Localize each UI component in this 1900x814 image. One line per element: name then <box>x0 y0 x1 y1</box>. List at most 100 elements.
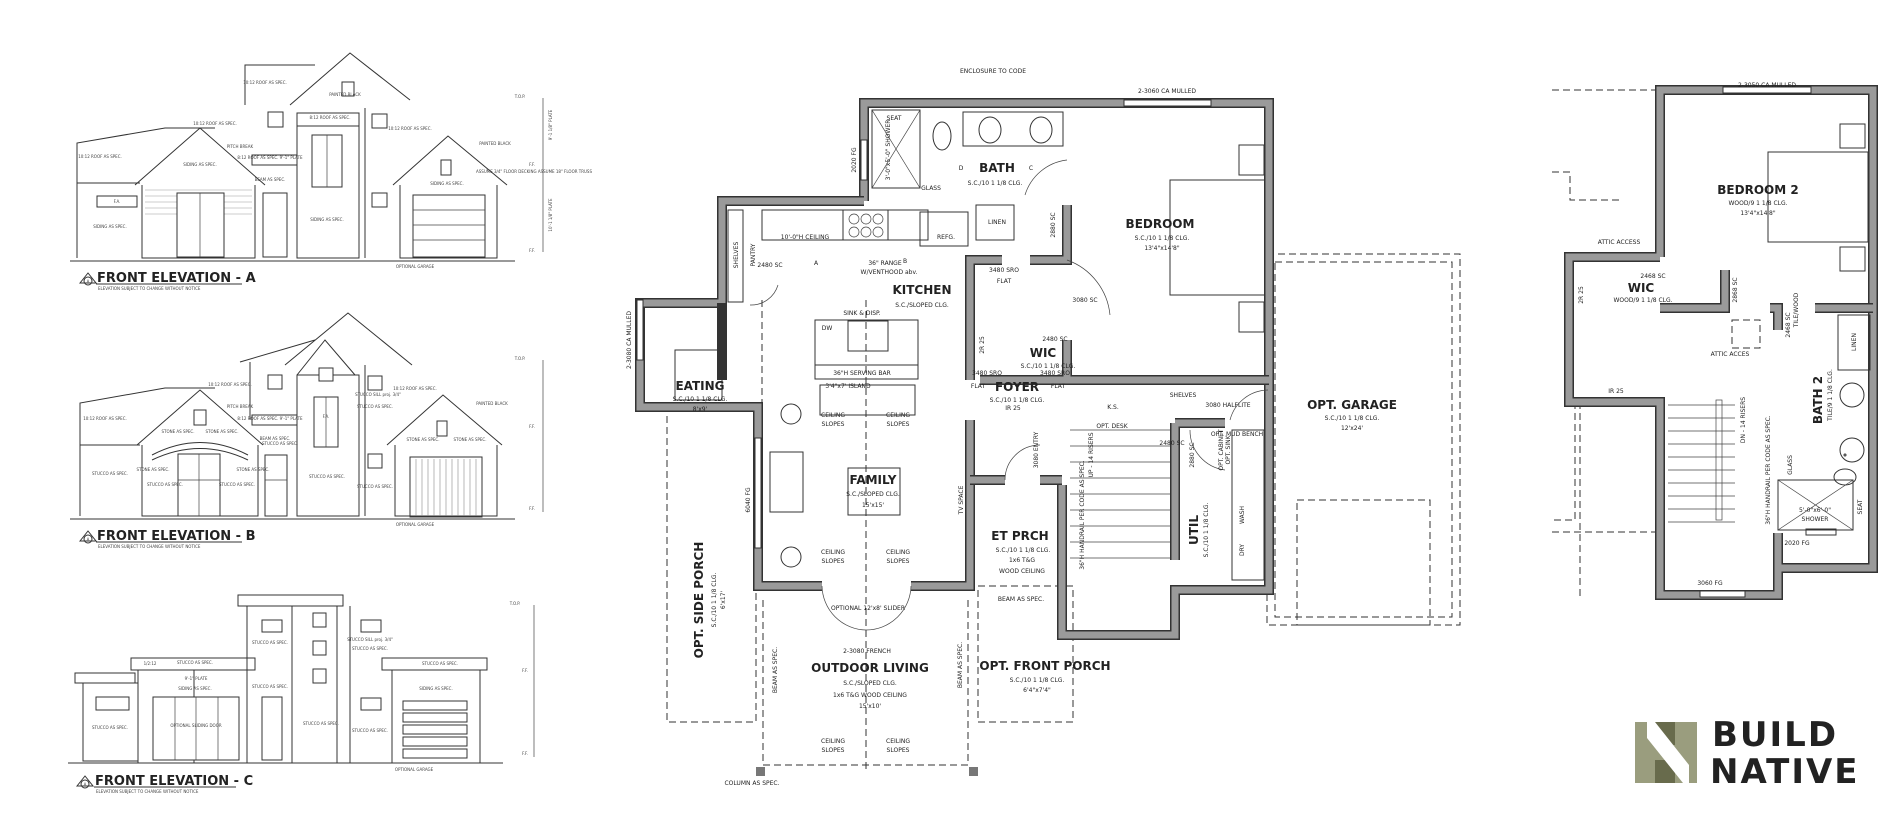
label-flat: FLAT <box>1051 383 1066 390</box>
room-ceiling-garage: S.C./10 1 1/8 CLG. <box>1325 415 1380 422</box>
window-fa <box>312 668 327 684</box>
label-attic-access: ATTIC ACCES <box>1711 351 1750 358</box>
label-roof: 10:12 ROOF AS SPEC. <box>393 386 437 391</box>
tall-gable-roof <box>289 52 411 106</box>
left-wing-roof <box>79 387 215 445</box>
room-name-wic: WIC <box>1628 281 1655 295</box>
label-finished-floor: F.F. <box>529 506 535 511</box>
linen-closet <box>1837 314 1871 371</box>
room-name-front-porch: OPT. FRONT PORCH <box>979 659 1110 673</box>
label-stone: STONE AS SPEC. <box>453 437 486 442</box>
label-fa: F.A. <box>114 199 121 204</box>
label-ceiling-slopes: CEILING <box>886 738 910 745</box>
label-venthood: W/VENTHOOD abv. <box>861 269 918 276</box>
label-sliding-door: OPTIONAL SLIDING DOOR <box>170 723 222 728</box>
room-name-bedroom: BEDROOM <box>1126 217 1195 231</box>
serving-bar <box>814 364 919 380</box>
label-risers: UP - 14 RISERS <box>1088 432 1095 477</box>
sink <box>1029 116 1053 144</box>
room-name-kitchen: KITCHEN <box>892 283 951 297</box>
column <box>756 767 765 776</box>
window-fa <box>371 192 388 208</box>
room-ceiling-util: S.C./10 1 1/8 CLG. <box>1203 503 1210 558</box>
label-handrail: 36"H HANDRAIL PER CODE AS SPEC. <box>1079 460 1086 570</box>
label-seat: SEAT <box>1857 499 1864 514</box>
door <box>261 696 283 761</box>
label-glass: GLASS <box>921 185 941 192</box>
door <box>262 192 288 258</box>
label-seat: SEAT <box>887 115 902 122</box>
bed <box>1767 151 1869 243</box>
room-ceiling-side-porch: S.C./10 1 1/8 CLG. <box>711 573 718 628</box>
sink <box>1839 437 1865 463</box>
label-fa: F.A. <box>323 414 330 419</box>
section-marker-b: B <box>903 258 907 265</box>
bed <box>1169 179 1266 296</box>
label-stucco: STUCCO AS SPEC. <box>422 661 458 666</box>
room-name-wic: WIC <box>1030 346 1057 360</box>
left-roof-slab <box>74 672 136 684</box>
label-stucco: STUCCO AS SPEC. <box>357 404 393 409</box>
elevation-title: FRONT ELEVATION - A <box>97 271 256 286</box>
label-siding: SIDING AS SPEC. <box>183 162 216 167</box>
attic-access-hatch <box>1731 319 1761 349</box>
garage-door <box>412 194 486 258</box>
label-siding: SIDING AS SPEC. <box>430 181 463 186</box>
label-stucco: STUCCO AS SPEC. <box>309 474 345 479</box>
label-door-2480: 2480 SC <box>1159 440 1184 447</box>
left-wing-wall <box>79 444 140 516</box>
label-french-door: 2-3080 FRENCH <box>843 648 891 655</box>
label-dishwasher: DW <box>822 325 833 332</box>
garage-wall <box>391 669 481 764</box>
label-door-2880: 2880 SC <box>1050 212 1057 237</box>
first-floor-plan: ENCLOSURE TO CODE 2-3060 CA MULLED SEAT … <box>626 68 1461 787</box>
label-linen: LINEN <box>988 219 1006 226</box>
garage-outline <box>1266 253 1461 626</box>
elevation-title: FRONT ELEVATION - B <box>97 529 255 544</box>
label-serving-bar: 36"H SERVING BAR <box>833 370 891 377</box>
room-size-front-porch: 6'4"x7'4" <box>1023 687 1051 694</box>
room-name-et-porch: ET PRCH <box>991 529 1048 543</box>
label-ceiling-slopes: SLOPES <box>822 558 845 565</box>
label-roof: 10:12 ROOF AS SPEC. <box>78 154 122 159</box>
label-beam: BEAM AS SPEC. <box>255 177 286 182</box>
label-optional-garage: OPTIONAL GARAGE <box>396 264 435 269</box>
label-island: 3'4"x7' ISLAND <box>825 383 871 390</box>
label-window-2020: 2020 FG <box>851 147 858 173</box>
label-stone: STONE AS SPEC. <box>136 467 169 472</box>
label-finished-floor: F.F. <box>529 248 535 253</box>
label-stucco: STUCCO AS SPEC. <box>252 640 288 645</box>
entry-doors <box>176 192 225 258</box>
label-ceiling-slopes: SLOPES <box>887 747 910 754</box>
label-finished-floor: F.F. <box>529 424 535 429</box>
room-name-bedroom-2: BEDROOM 2 <box>1717 183 1798 197</box>
stairs <box>1668 399 1735 523</box>
section-marker-a: A <box>814 260 819 267</box>
label-stucco: STUCCO AS SPEC. <box>92 471 128 476</box>
label-stone: STONE AS SPEC. <box>406 437 439 442</box>
label-door-2480: 2480 SC <box>757 262 782 269</box>
label-stucco: STUCCO AS SPEC. <box>352 646 388 651</box>
label-floor-decking: ASSUME 3/4" FLOOR DECKING ASSUME 18" FLO… <box>476 169 592 174</box>
label-et-porch-ceiling: WOOD CEILING <box>999 568 1045 575</box>
window <box>367 375 383 391</box>
label-siding: SIDING AS SPEC. <box>310 217 343 222</box>
room-ceiling-bedroom-2: WOOD/9 1 1/8 CLG. <box>1728 200 1787 207</box>
room-ceiling-wic: WOOD/9 1 1/8 CLG. <box>1613 297 1672 304</box>
room-size-eating: 8'x9' <box>693 406 708 413</box>
label-stucco: STUCCO AS SPEC. <box>92 725 128 730</box>
window-6040 <box>754 437 762 549</box>
front-elevation-c: T.O.P. F.F. F.F. STUCCO AS SPEC. STUCCO … <box>68 594 535 794</box>
label-roof: 10:12 ROOF AS SPEC. <box>208 382 252 387</box>
label-stone: STONE AS SPEC. <box>236 467 269 472</box>
window-fa <box>371 113 388 129</box>
label-optional-garage: OPTIONAL GARAGE <box>396 522 435 527</box>
label-opt-sink: OPT. SINK <box>1225 434 1232 464</box>
shower <box>1777 479 1854 531</box>
room-ceiling-wic: S.C./10 1 1/8 CLG. <box>1021 363 1076 370</box>
label-opt-cabinet: OPT. CABINET <box>1218 429 1225 471</box>
tower-parapet <box>237 594 344 607</box>
label-plate: 9'-1" PLATE <box>185 676 208 681</box>
window <box>367 453 383 469</box>
label-ceiling-slopes: CEILING <box>821 412 845 419</box>
